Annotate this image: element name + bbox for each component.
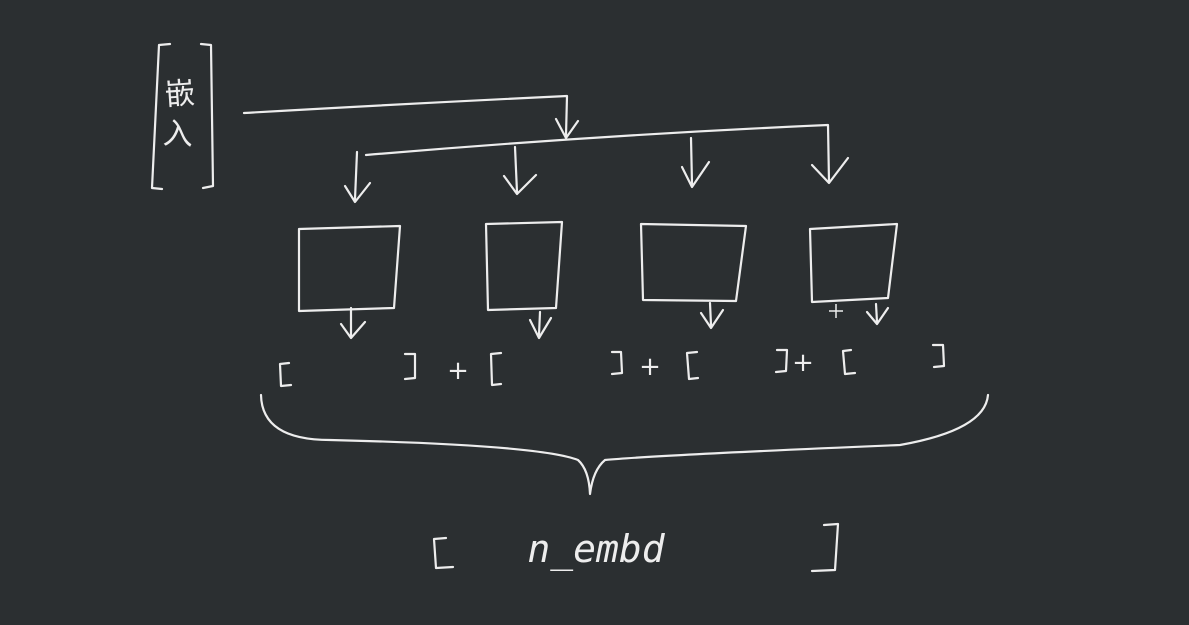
concat-bracket-close-4 — [931, 343, 946, 369]
concat-plus-2: + — [639, 352, 661, 382]
concat-bracket-close-2 — [610, 350, 624, 376]
concat-bracket-close-1 — [403, 352, 417, 381]
head-box-3 — [639, 222, 748, 303]
output-right-bracket — [810, 522, 840, 573]
head-3-output-arrow — [699, 301, 725, 330]
concat-plus-3: + — [792, 348, 814, 378]
head-1-input-arrow — [343, 150, 372, 204]
output-label: n_embd — [527, 527, 665, 572]
concat-bracket-open-2 — [489, 351, 503, 387]
head-box-1 — [297, 224, 402, 313]
input-to-junction-line — [242, 94, 569, 137]
head-3-input-arrow — [680, 136, 711, 189]
concat-plus-1: + — [447, 356, 469, 386]
grouping-curly-brace — [259, 393, 990, 496]
input-label-char-2: 入 — [162, 116, 194, 153]
junction-arrow-head — [554, 117, 580, 140]
concatenation-row: + + + — [278, 343, 946, 388]
output-vector: n_embd — [432, 522, 840, 573]
head-distribution-line — [364, 123, 831, 184]
head-4-input-arrow — [810, 156, 850, 185]
input-vector: 嵌 入 — [150, 42, 215, 191]
head-1-output-arrow — [339, 306, 367, 340]
concat-bracket-open-1 — [278, 361, 293, 388]
crosshair-cursor-icon — [829, 304, 843, 318]
concat-bracket-close-3 — [774, 348, 789, 374]
head-input-arrows — [343, 136, 850, 204]
input-left-bracket — [150, 42, 172, 191]
attention-heads — [297, 220, 899, 313]
input-label-char-1: 嵌 — [164, 76, 196, 113]
concat-bracket-open-4 — [841, 348, 857, 376]
feed-connectors — [242, 94, 831, 184]
head-2-output-arrow — [528, 310, 553, 340]
head-output-arrows — [339, 301, 890, 340]
output-left-bracket — [432, 536, 455, 570]
head-box-4 — [808, 222, 899, 304]
input-right-bracket — [199, 42, 215, 190]
head-2-input-arrow — [502, 145, 538, 196]
head-4-output-arrow — [865, 302, 890, 326]
head-box-2 — [484, 220, 564, 312]
concat-bracket-open-3 — [685, 350, 700, 381]
